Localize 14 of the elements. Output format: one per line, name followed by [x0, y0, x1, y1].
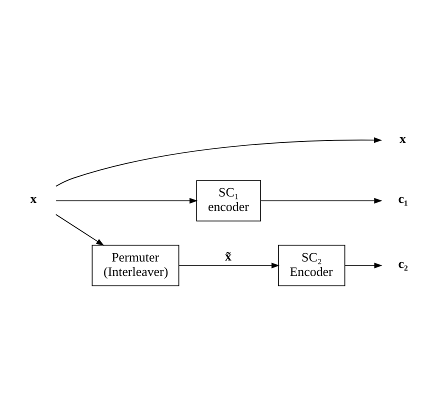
node-text: x: [399, 130, 406, 146]
node-text: c₁: [398, 190, 408, 206]
arrow: [344, 262, 382, 268]
node-box: SC₁ encoder: [196, 180, 261, 221]
edge-label: x̃: [224, 248, 232, 263]
node-box: Permuter (Interleaver): [92, 244, 180, 286]
arrow: [178, 262, 280, 268]
arrow: [56, 214, 104, 246]
node-text: x: [30, 190, 37, 206]
arrow: [56, 136, 382, 186]
arrow: [260, 197, 382, 204]
arrow: [56, 197, 198, 204]
node-text: c₂: [398, 255, 408, 270]
node-box: SC₂ Encoder: [278, 244, 346, 286]
